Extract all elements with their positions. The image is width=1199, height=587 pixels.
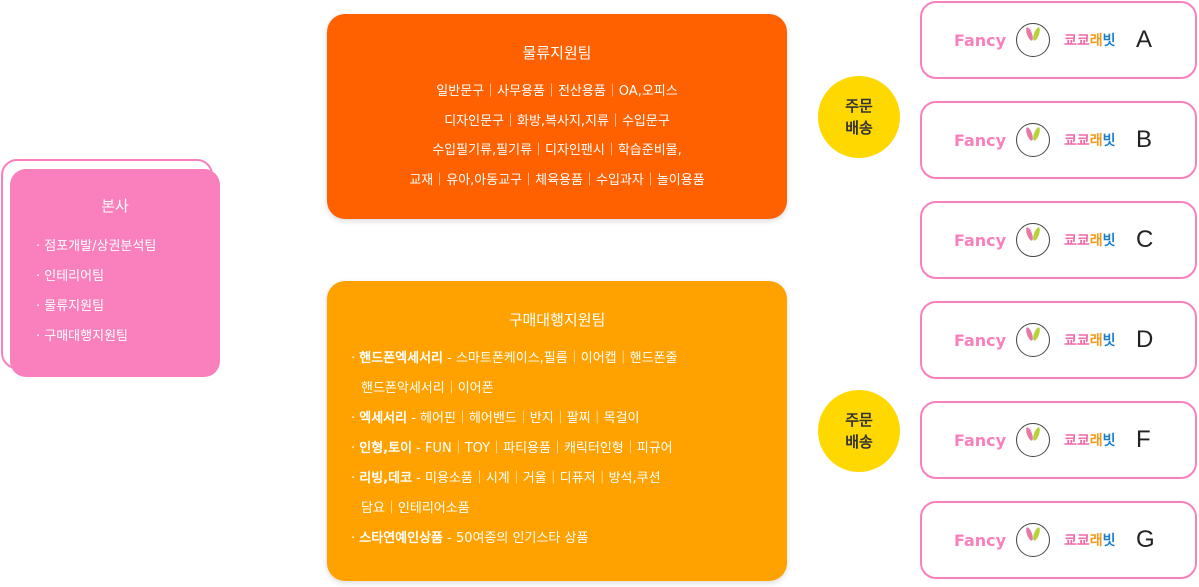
item-detail: - 스마트폰케이스,필름｜이어캡｜핸드폰줄 bbox=[443, 351, 678, 366]
store-label: D bbox=[1136, 326, 1154, 353]
store-label: F bbox=[1136, 426, 1151, 453]
item-detail: - 헤어핀｜헤어밴드｜반지｜팔찌｜목걸이 bbox=[407, 411, 640, 426]
hq-item: · 구매대행지원팀 bbox=[36, 329, 128, 344]
purchasing-item: · 인형,토이 - FUN｜TOY｜파티용품｜캐릭터인형｜피규어 bbox=[351, 441, 673, 456]
logistics-line: 일반문구｜사무용품｜전산용품｜OA,오피스 bbox=[436, 84, 678, 99]
fancy-logo: Fancy bbox=[954, 230, 1007, 250]
bunny-logo-icon bbox=[1016, 123, 1050, 157]
purchasing-item-cont: 담요｜인테리어소품 bbox=[361, 501, 470, 516]
hq-item: · 인테리어팀 bbox=[36, 269, 105, 284]
hq-title: 본사 bbox=[101, 197, 129, 215]
item-detail: - 미용소품｜시계｜거울｜디퓨저｜방석,쿠션 bbox=[412, 471, 661, 486]
kyokyo-rabbit-logo: 쿄쿄래빗 bbox=[1064, 533, 1116, 549]
hq-box: 본사 · 점포개발/상권분석팀 · 인테리어팀 · 물류지원팀 · 구매대행지원… bbox=[10, 169, 220, 377]
purchasing-team-box: 구매대행지원팀 · 핸드폰엑세서리 - 스마트폰케이스,필름｜이어캡｜핸드폰줄 … bbox=[327, 281, 787, 581]
logistics-title: 물류지원팀 bbox=[522, 44, 592, 62]
purchasing-item-cont: 핸드폰악세서리｜이어폰 bbox=[361, 381, 494, 396]
bunny-logo-icon bbox=[1016, 23, 1050, 57]
bunny-logo-icon bbox=[1016, 223, 1050, 257]
hq-item: · 점포개발/상권분석팀 bbox=[36, 239, 157, 254]
badge-line: 주문 bbox=[845, 97, 873, 115]
logistics-line: 교재｜유아,아동교구｜체육용품｜수입과자｜놀이용품 bbox=[409, 172, 705, 188]
badge-line: 주문 bbox=[845, 411, 873, 429]
fancy-logo: Fancy bbox=[954, 30, 1007, 50]
store-card: Fancy 쿄쿄래빗 F bbox=[920, 401, 1197, 479]
fancy-logo: Fancy bbox=[954, 530, 1007, 550]
purchasing-item: · 스타연예인상품 - 50여종의 인기스타 상품 bbox=[351, 531, 589, 546]
item-category: 스타연예인상품 bbox=[359, 531, 443, 546]
store-card: Fancy 쿄쿄래빗 G bbox=[920, 501, 1197, 579]
purchasing-item: · 핸드폰엑세서리 - 스마트폰케이스,필름｜이어캡｜핸드폰줄 bbox=[351, 351, 678, 366]
store-label: B bbox=[1136, 126, 1153, 153]
logistics-team-box: 물류지원팀 일반문구｜사무용품｜전산용품｜OA,오피스 디자인문구｜화방,복사지… bbox=[327, 14, 787, 219]
item-category: 핸드폰엑세서리 bbox=[359, 351, 443, 366]
fancy-logo: Fancy bbox=[954, 430, 1007, 450]
bunny-logo-icon bbox=[1016, 523, 1050, 557]
item-detail: - FUN｜TOY｜파티용품｜캐릭터인형｜피규어 bbox=[412, 441, 673, 456]
kyokyo-rabbit-logo: 쿄쿄래빗 bbox=[1064, 133, 1116, 149]
order-delivery-badge: 주문 배송 bbox=[818, 76, 900, 158]
bunny-logo-icon bbox=[1016, 323, 1050, 357]
hq-item: · 물류지원팀 bbox=[36, 299, 105, 314]
logistics-line: 수입필기류,필기류｜디자인팬시｜학습준비물, bbox=[432, 143, 682, 158]
purchasing-item: · 리빙,데코 - 미용소품｜시계｜거울｜디퓨저｜방석,쿠션 bbox=[351, 471, 661, 486]
store-card: Fancy 쿄쿄래빗 A bbox=[920, 1, 1197, 79]
order-delivery-badge: 주문 배송 bbox=[818, 390, 900, 472]
store-label: A bbox=[1136, 26, 1153, 53]
badge-line: 배송 bbox=[845, 119, 873, 137]
item-category: 인형,토이 bbox=[359, 441, 413, 456]
fancy-logo: Fancy bbox=[954, 330, 1007, 350]
item-category: 리빙,데코 bbox=[359, 471, 413, 486]
store-card: Fancy 쿄쿄래빗 D bbox=[920, 301, 1197, 379]
bunny-logo-icon bbox=[1016, 423, 1050, 457]
badge-line: 배송 bbox=[845, 433, 873, 451]
kyokyo-rabbit-logo: 쿄쿄래빗 bbox=[1064, 33, 1116, 49]
purchasing-item: · 엑세서리 - 헤어핀｜헤어밴드｜반지｜팔찌｜목걸이 bbox=[351, 411, 640, 426]
store-card: Fancy 쿄쿄래빗 C bbox=[920, 201, 1197, 279]
store-label: G bbox=[1136, 526, 1155, 553]
kyokyo-rabbit-logo: 쿄쿄래빗 bbox=[1064, 433, 1116, 449]
purchasing-title: 구매대행지원팀 bbox=[508, 311, 606, 329]
store-label: C bbox=[1136, 226, 1154, 253]
kyokyo-rabbit-logo: 쿄쿄래빗 bbox=[1064, 333, 1116, 349]
item-detail: - 50여종의 인기스타 상품 bbox=[443, 531, 589, 546]
store-card: Fancy 쿄쿄래빗 B bbox=[920, 101, 1197, 179]
kyokyo-rabbit-logo: 쿄쿄래빗 bbox=[1064, 233, 1116, 249]
logistics-line: 디자인문구｜화방,복사지,지류｜수입문구 bbox=[444, 113, 670, 129]
fancy-logo: Fancy bbox=[954, 130, 1007, 150]
item-category: 엑세서리 bbox=[359, 411, 408, 426]
